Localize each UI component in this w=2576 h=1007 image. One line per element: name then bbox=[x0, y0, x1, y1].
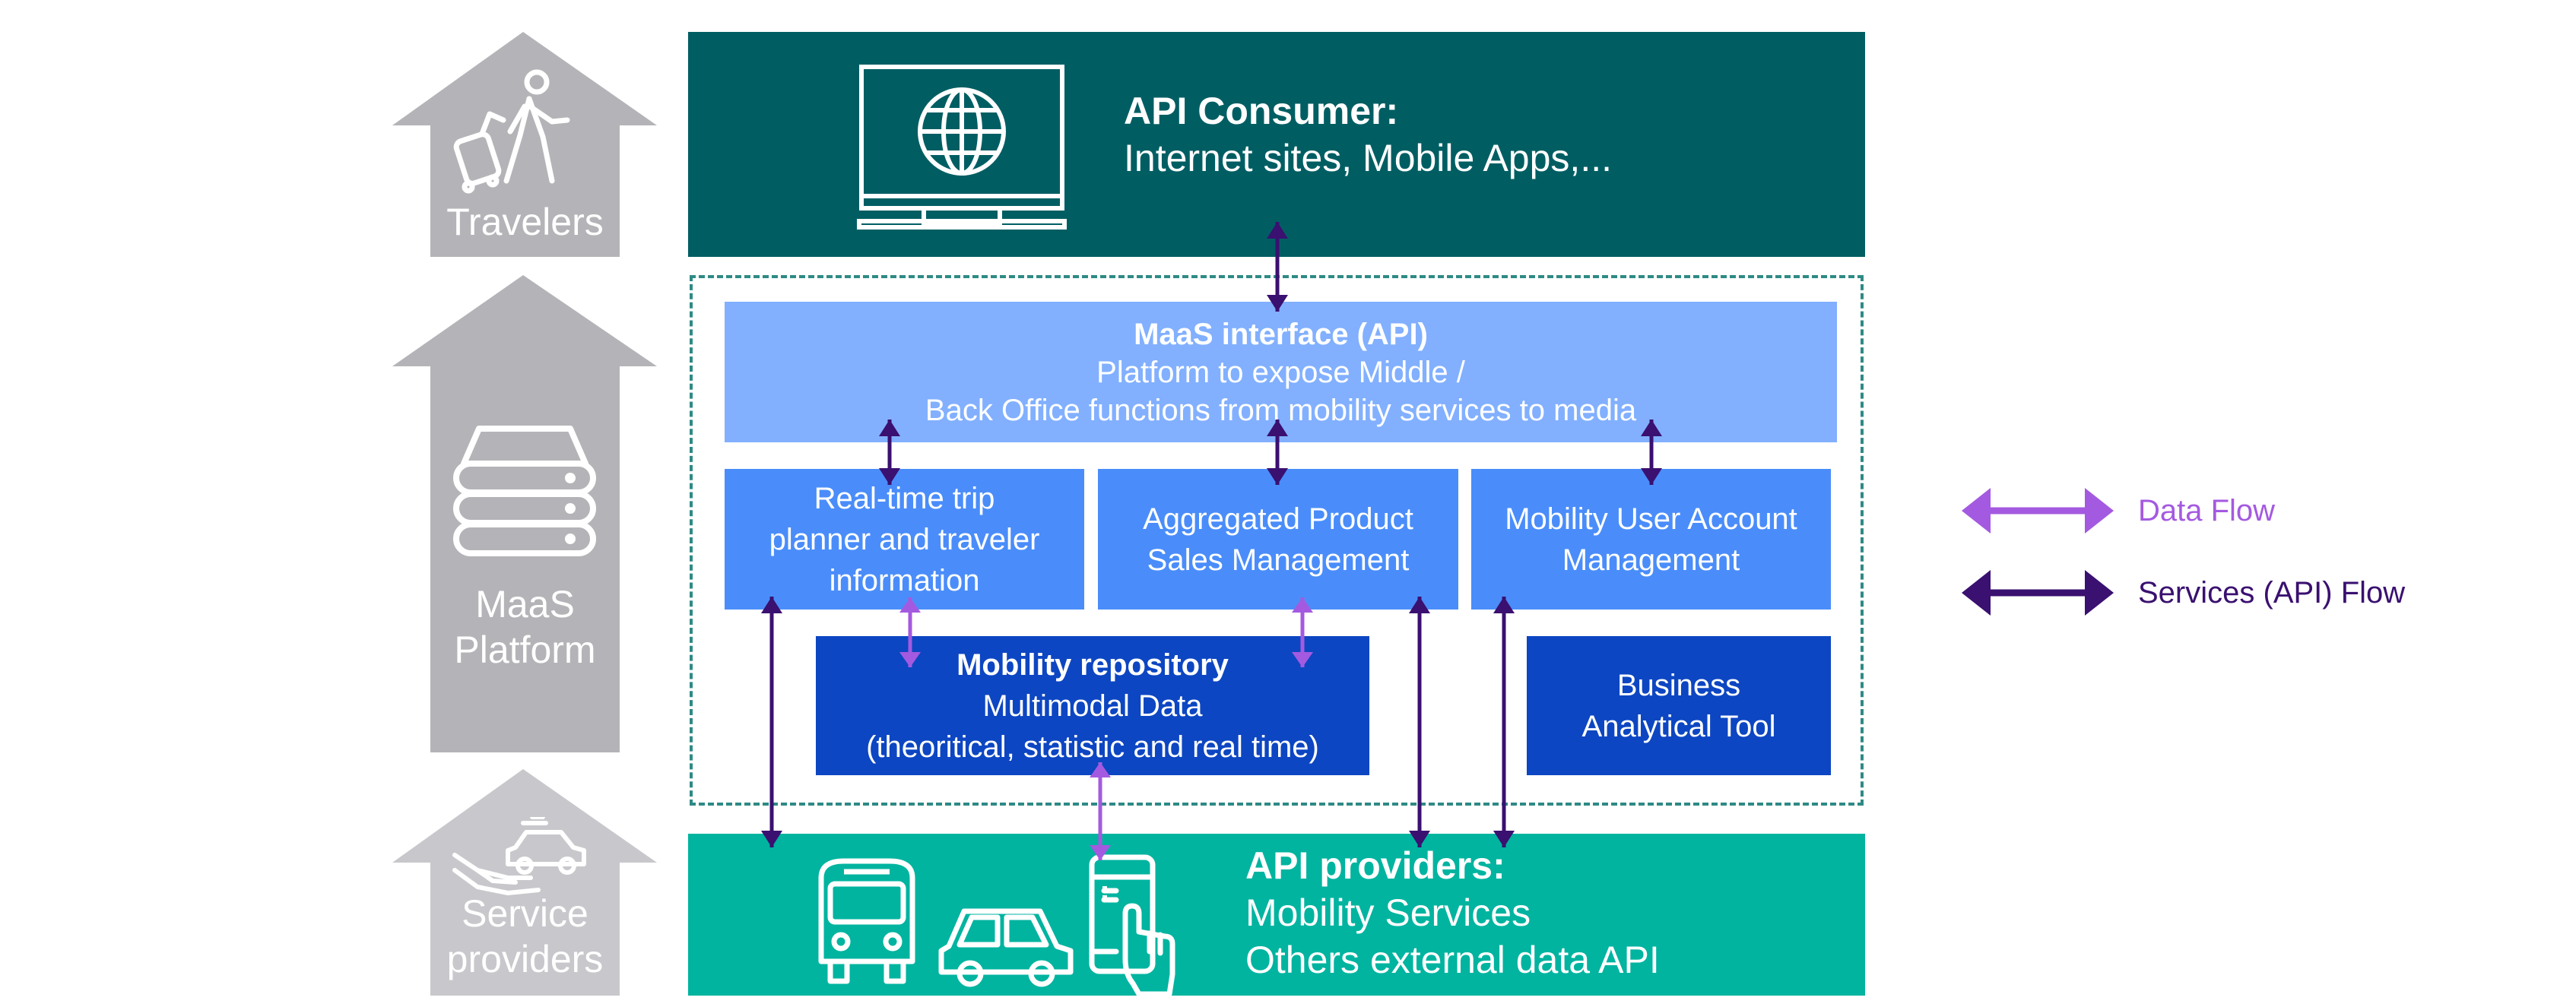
api-providers-line2: Others external data API bbox=[1245, 939, 1660, 981]
sales-management-box: Aggregated Product Sales Management bbox=[1098, 469, 1458, 610]
account-line1: Mobility User Account bbox=[1505, 502, 1797, 536]
maas-interface-line1: Platform to expose Middle / bbox=[1096, 355, 1465, 389]
api-providers-line1: Mobility Services bbox=[1245, 891, 1531, 934]
travelers-label: Travelers bbox=[446, 201, 604, 243]
legend-services-flow-label: Services (API) Flow bbox=[2138, 576, 2406, 610]
trip-planner-line3: information bbox=[829, 563, 980, 597]
service-providers-label: Service providers bbox=[446, 892, 604, 980]
monitor-globe-icon bbox=[857, 65, 1067, 230]
analytics-line2: Analytical Tool bbox=[1581, 709, 1776, 743]
bus-icon bbox=[818, 858, 915, 984]
trip-planner-line1: Real-time trip bbox=[814, 481, 995, 515]
api-consumer-text: API Consumer: Internet sites, Mobile App… bbox=[1124, 87, 1612, 182]
server-stack-icon bbox=[453, 426, 596, 556]
sales-line2: Sales Management bbox=[1147, 543, 1410, 577]
car-icon bbox=[938, 908, 1074, 987]
api-consumer-subtitle: Internet sites, Mobile Apps,... bbox=[1124, 137, 1612, 179]
maas-interface-box: MaaS interface (API) Platform to expose … bbox=[725, 302, 1837, 442]
trip-planner-line2: planner and traveler bbox=[769, 522, 1040, 556]
mobility-repository-box: Mobility repository Multimodal Data (the… bbox=[816, 636, 1369, 775]
repository-line2: (theoritical, statistic and real time) bbox=[866, 730, 1319, 764]
api-consumer-title: API Consumer: bbox=[1124, 90, 1399, 132]
travelers-arrow-shape bbox=[392, 32, 657, 257]
repository-title: Mobility repository bbox=[956, 648, 1229, 682]
analytics-line1: Business bbox=[1616, 668, 1741, 702]
user-account-box: Mobility User Account Management bbox=[1471, 469, 1831, 610]
legend-data-flow-label: Data Flow bbox=[2138, 494, 2276, 527]
maas-interface-title: MaaS interface (API) bbox=[1134, 317, 1428, 351]
traveler-with-luggage-icon bbox=[453, 69, 570, 194]
maas-platform-label: MaaS Platform bbox=[454, 583, 596, 671]
smartphone-touch-icon bbox=[1089, 854, 1175, 997]
maas-interface-line2: Back Office functions from mobility serv… bbox=[925, 393, 1637, 427]
trip-planner-box: Real-time trip planner and traveler info… bbox=[725, 469, 1084, 610]
sales-line1: Aggregated Product bbox=[1143, 502, 1413, 536]
repository-line1: Multimodal Data bbox=[982, 689, 1203, 723]
providers-arrow-shape bbox=[392, 769, 657, 996]
api-providers-title: API providers: bbox=[1245, 844, 1505, 887]
account-line2: Management bbox=[1562, 543, 1740, 577]
api-providers-text: API providers: Mobility Services Others … bbox=[1245, 842, 1660, 983]
business-analytical-tool-box: Business Analytical Tool bbox=[1527, 636, 1831, 775]
hand-with-car-icon bbox=[452, 817, 586, 895]
platform-arrow-shape bbox=[392, 275, 657, 752]
